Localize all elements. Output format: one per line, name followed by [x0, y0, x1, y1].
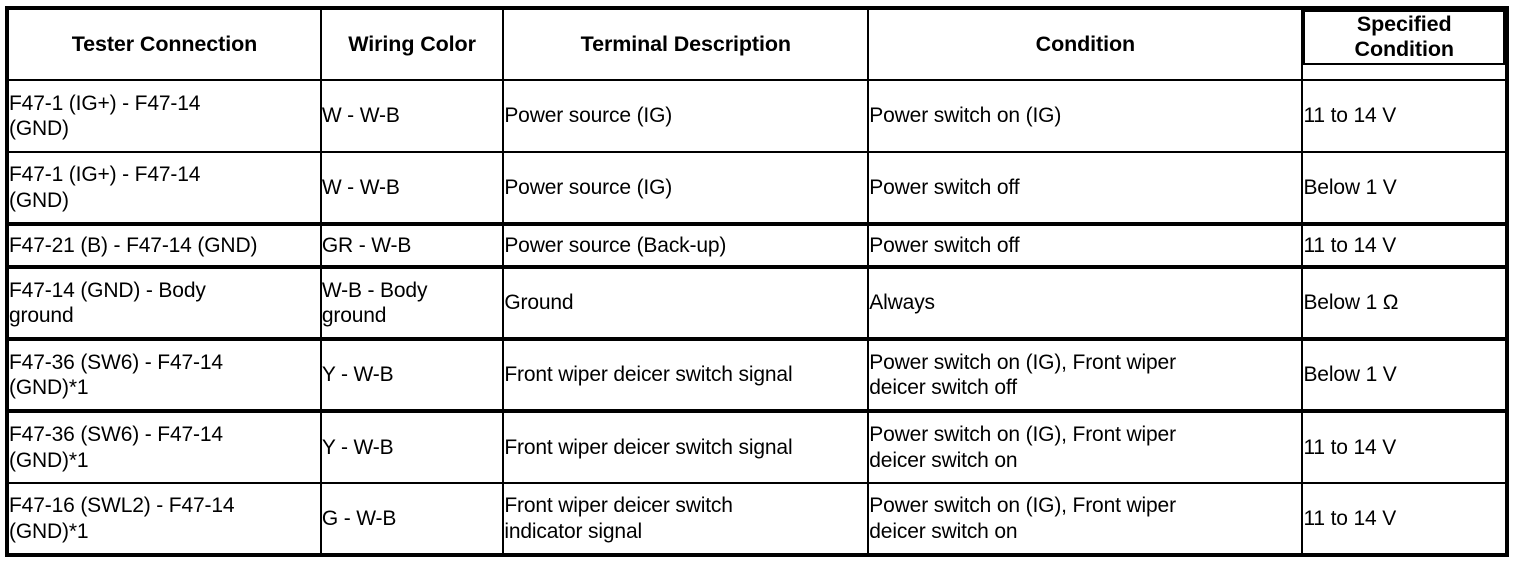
cell-tester-connection: F47-16 (SWL2) - F47-14 (GND)*1: [6, 482, 322, 556]
cell-terminal-description: Ground: [502, 265, 870, 340]
table-header-row: Tester Connection Wiring Color Terminal …: [6, 7, 1507, 81]
table-row: F47-21 (B) - F47-14 (GND) GR - W-B Power…: [6, 222, 1508, 268]
cell-terminal-description: Power source (IG): [502, 151, 870, 225]
cell-wiring-color: GR - W-B: [319, 222, 505, 268]
cell-wiring-color: Y - W-B: [319, 337, 505, 412]
cell-terminal-description: Power source (IG): [502, 79, 870, 153]
column-header-tester-connection: Tester Connection: [6, 7, 322, 81]
inspection-procedure-table: Tester Connection Wiring Color Terminal …: [5, 6, 1509, 557]
cell-tester-connection: F47-36 (SW6) - F47-14 (GND)*1: [6, 409, 322, 484]
cell-tester-connection: F47-21 (B) - F47-14 (GND): [6, 222, 322, 268]
table-row: F47-1 (IG+) - F47-14 (GND) W - W-B Power…: [6, 151, 1508, 225]
cell-specified-condition: 11 to 14 V: [1301, 222, 1508, 268]
cell-terminal-description: Front wiper deicer switch signal: [502, 409, 870, 484]
column-header-condition: Condition: [867, 7, 1304, 81]
cell-tester-connection: F47-36 (SW6) - F47-14 (GND)*1: [6, 337, 322, 412]
cell-condition: Always: [867, 265, 1304, 340]
cell-condition: Power switch on (IG): [867, 79, 1304, 153]
column-header-terminal-description: Terminal Description: [502, 7, 870, 81]
cell-terminal-description: Front wiper deicer switch signal: [502, 337, 870, 412]
column-header-wiring-color: Wiring Color: [319, 7, 505, 81]
cell-wiring-color: W - W-B: [319, 151, 505, 225]
table-row: F47-36 (SW6) - F47-14 (GND)*1 Y - W-B Fr…: [6, 337, 1508, 412]
table-row: F47-16 (SWL2) - F47-14 (GND)*1 G - W-B F…: [6, 482, 1508, 556]
table-row: F47-14 (GND) - Body ground W-B - Body gr…: [6, 265, 1508, 340]
cell-condition: Power switch on (IG), Front wiper deicer…: [867, 482, 1304, 556]
table-row: F47-36 (SW6) - F47-14 (GND)*1 Y - W-B Fr…: [6, 409, 1508, 484]
cell-wiring-color: W - W-B: [319, 79, 505, 153]
cell-condition: Power switch off: [867, 151, 1304, 225]
cell-wiring-color: G - W-B: [319, 482, 505, 556]
cell-terminal-description: Front wiper deicer switch indicator sign…: [502, 482, 870, 556]
cell-condition: Power switch off: [867, 222, 1304, 268]
cell-condition: Power switch on (IG), Front wiper deicer…: [867, 409, 1304, 484]
column-header-specified-condition: Specified Condition: [1303, 10, 1505, 65]
cell-specified-condition: 11 to 14 V: [1301, 482, 1508, 556]
cell-specified-condition: Below 1 V: [1301, 151, 1508, 225]
cell-specified-condition: Below 1 Ω: [1301, 265, 1508, 340]
table-header: Tester Connection Wiring Color Terminal …: [6, 7, 1507, 81]
cell-tester-connection: F47-1 (IG+) - F47-14 (GND): [6, 151, 322, 225]
cell-terminal-description: Power source (Back-up): [502, 222, 870, 268]
cell-tester-connection: F47-1 (IG+) - F47-14 (GND): [6, 79, 322, 153]
cell-condition: Power switch on (IG), Front wiper deicer…: [867, 337, 1304, 412]
table-row: F47-1 (IG+) - F47-14 (GND) W - W-B Power…: [6, 79, 1508, 153]
cell-specified-condition: 11 to 14 V: [1301, 409, 1508, 484]
cell-wiring-color: Y - W-B: [319, 409, 505, 484]
cell-wiring-color: W-B - Body ground: [319, 265, 505, 340]
cell-specified-condition: 11 to 14 V: [1301, 79, 1508, 153]
cell-specified-condition: Below 1 V: [1301, 337, 1508, 412]
cell-tester-connection: F47-14 (GND) - Body ground: [6, 265, 322, 340]
table-body: F47-1 (IG+) - F47-14 (GND) W - W-B Power…: [6, 79, 1508, 556]
